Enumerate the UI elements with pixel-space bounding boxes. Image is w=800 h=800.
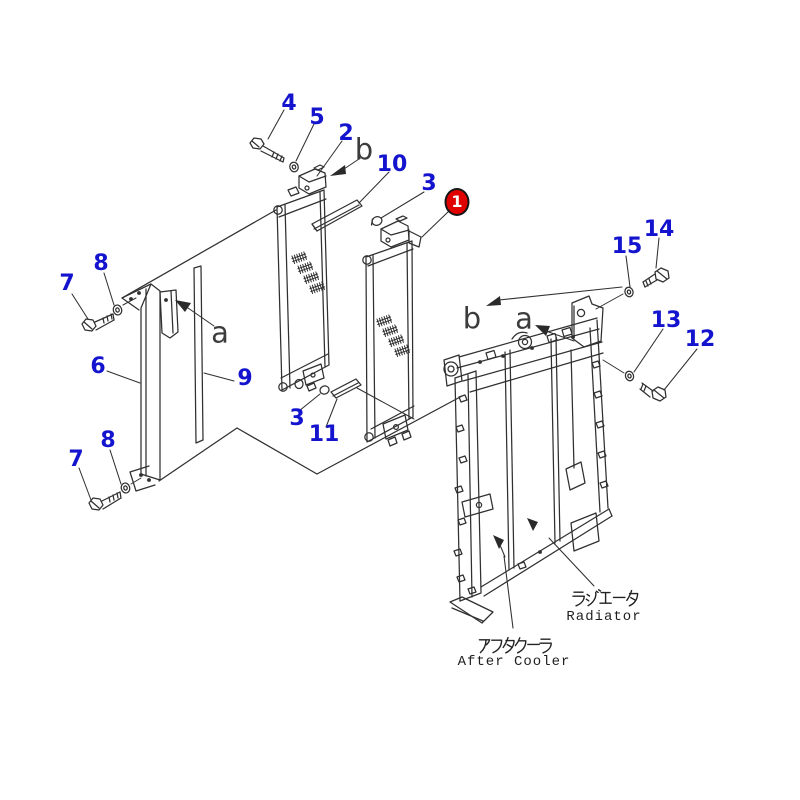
top-mount-bracket-2 <box>287 164 327 197</box>
highlighted-part-badge: 1 <box>444 188 470 216</box>
plug-3-top <box>370 216 383 226</box>
callout-12: 12 <box>684 327 716 352</box>
callout-6: 6 <box>90 354 106 379</box>
bolt-4 <box>249 137 285 163</box>
arrow-b-right <box>486 296 501 306</box>
callout-8-bottom: 8 <box>100 428 116 453</box>
view-letter-a-right: a <box>515 301 533 336</box>
arrow-a-right <box>535 325 550 336</box>
caption-radiator-ja-glyphs <box>572 589 639 607</box>
radiator-top-bracket <box>571 295 604 348</box>
direction-arrows <box>175 156 623 558</box>
bar-pin-11 <box>330 378 362 399</box>
callout-13: 13 <box>650 308 682 333</box>
callout-2: 2 <box>338 121 354 146</box>
radiator-core-sections <box>504 319 609 571</box>
callout-5: 5 <box>309 105 325 130</box>
after-cooler-core-left <box>273 164 330 392</box>
view-letter-b-left: b <box>354 132 374 167</box>
view-letter-b-right: b <box>462 301 482 336</box>
leader-lines <box>71 109 698 629</box>
plug-3-bottom <box>319 385 330 395</box>
callout-11: 11 <box>308 422 340 447</box>
arrow-radiator <box>527 518 538 531</box>
callout-8-top: 8 <box>93 251 109 276</box>
caption-after-cooler-ja-glyphs <box>478 636 552 654</box>
bolt-14 <box>642 267 670 288</box>
arrow-after-cooler <box>493 535 504 549</box>
after-cooler-core-right <box>362 215 422 447</box>
plate-top-bracket <box>159 289 179 339</box>
caption-radiator-en: Radiator <box>566 609 642 625</box>
radiator-top-tank <box>443 317 604 393</box>
radiator-bottom-tank <box>449 508 613 624</box>
seal-strip <box>193 265 204 444</box>
callout-9: 9 <box>237 366 253 391</box>
radiator-assembly <box>443 295 613 624</box>
washer-13 <box>602 359 635 382</box>
radiator-left-channel <box>453 370 494 602</box>
bottom-mount-left-core <box>294 363 325 392</box>
callout-15: 15 <box>611 234 643 259</box>
callout-3-top: 3 <box>421 171 437 196</box>
bolt-12 <box>639 382 667 402</box>
washer-5 <box>289 161 299 173</box>
bolt-7-bottom <box>88 491 122 511</box>
caption-after-cooler-en: After Cooler <box>457 654 571 670</box>
callout-7-bottom: 7 <box>68 447 84 472</box>
callout-10: 10 <box>376 152 408 177</box>
view-letter-a-left: a <box>211 315 229 350</box>
top-mount-right-core <box>380 215 422 248</box>
mounting-plane-outline <box>121 209 463 482</box>
bottom-mount-right-core <box>382 414 412 447</box>
bar-pin-10 <box>311 199 363 232</box>
bolt-7-top <box>81 313 115 332</box>
mounting-plate <box>121 283 179 492</box>
arrow-b-left <box>330 165 346 176</box>
callout-14: 14 <box>643 217 675 242</box>
arrow-a-left <box>175 300 191 312</box>
callout-3-bottom: 3 <box>289 406 305 431</box>
washer-8-top <box>112 297 137 316</box>
callout-4: 4 <box>281 91 297 116</box>
washer-8-bottom <box>120 477 142 494</box>
callout-7-top: 7 <box>59 271 75 296</box>
